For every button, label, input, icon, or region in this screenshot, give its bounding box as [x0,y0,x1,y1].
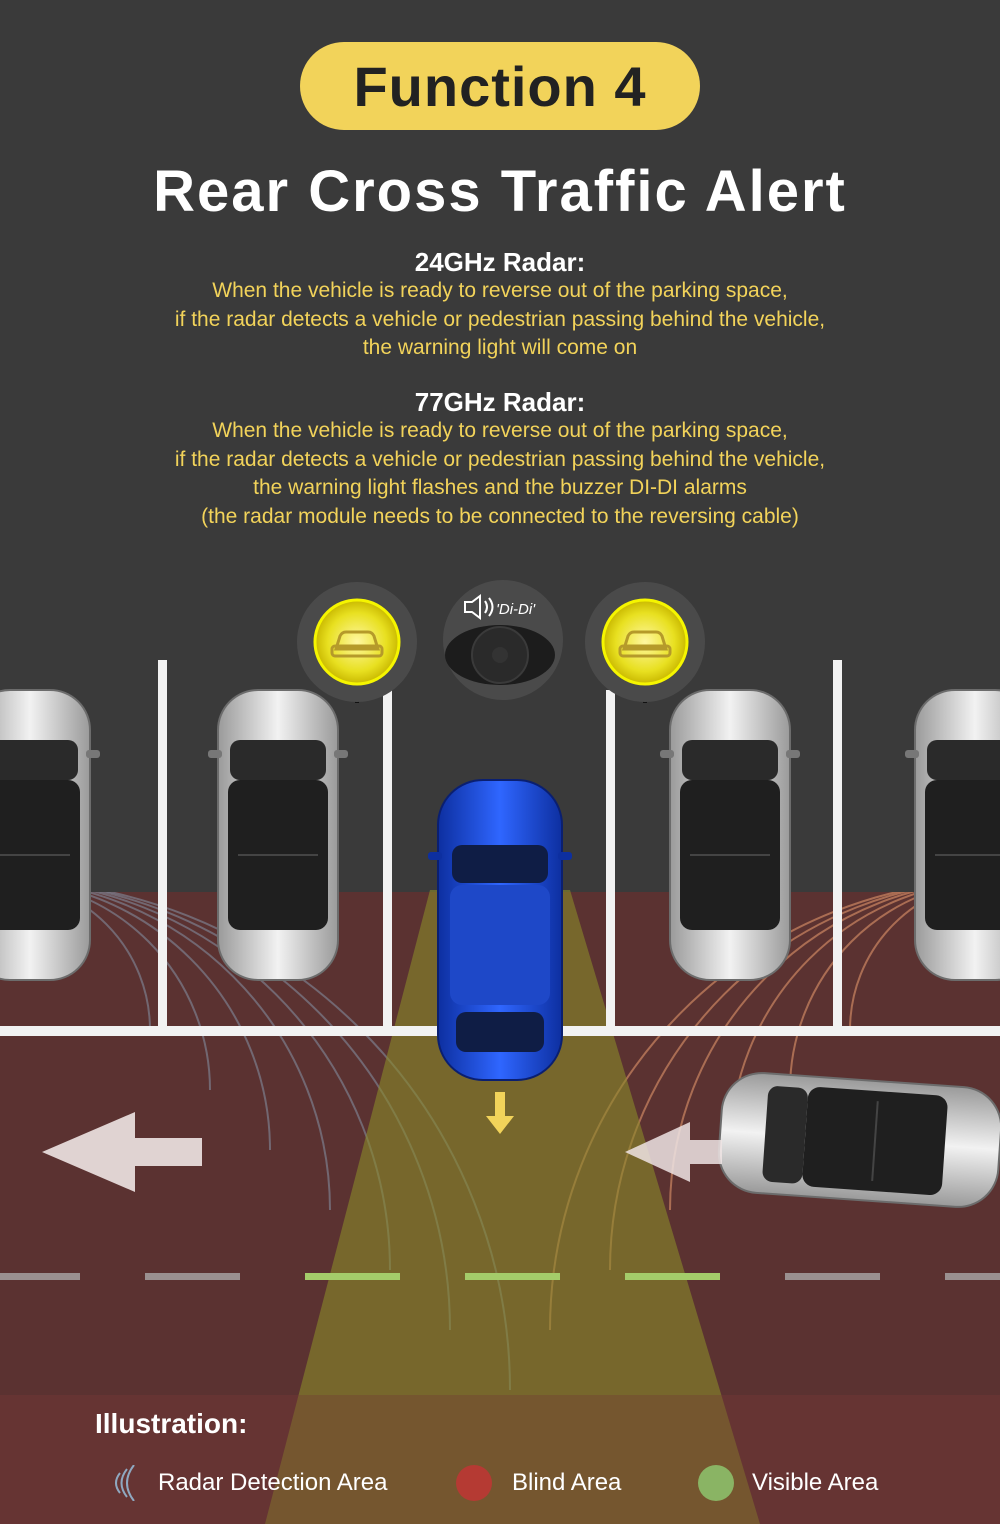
legend-label: Blind Area [512,1469,622,1496]
parked-car [207,689,349,981]
lane-dashes [0,1273,1000,1280]
radar-77ghz-heading: 77GHz Radar: [414,387,586,417]
function-badge: Function 4 [300,42,700,130]
blind-area-swatch [456,1465,492,1501]
warning-light-right [585,582,705,703]
radar-77ghz-line: if the radar detects a vehicle or pedest… [174,447,826,471]
parked-car [659,689,801,981]
radar-24ghz-heading: 24GHz Radar: [414,247,586,277]
radar-24ghz-line: if the radar detects a vehicle or pedest… [174,307,826,331]
radar-77ghz-line: the warning light flashes and the buzzer… [253,476,747,499]
traffic-direction-arrows [42,1112,722,1192]
warning-light-left [297,582,417,703]
legend-item-blind-area: Blind Area [456,1465,621,1501]
radar-77ghz-line: (the radar module needs to be connected … [201,504,799,528]
legend-title: Illustration: [95,1408,248,1439]
radar-24ghz-description: 24GHz Radar: When the vehicle is ready t… [0,247,1000,363]
radar-24ghz-line: When the vehicle is ready to reverse out… [212,279,788,302]
speaker-icon [464,594,494,620]
reversing-car [428,779,572,1081]
buzzer-module: 'Di-Di' [443,580,563,700]
legend-item-radar-detection: Radar Detection Area [110,1465,387,1501]
page-title: Rear Cross Traffic Alert [153,159,847,224]
legend-band [0,1395,1000,1524]
visible-area-swatch [698,1465,734,1501]
parked-car [0,689,101,981]
function-badge-label: Function 4 [353,54,647,118]
legend-item-visible-area: Visible Area [698,1465,878,1501]
parked-car [904,689,1000,981]
radar-77ghz-line: When the vehicle is ready to reverse out… [212,419,788,442]
legend-label: Radar Detection Area [158,1469,388,1496]
reverse-direction-arrow [486,1092,514,1134]
radar-waves-icon [115,1465,135,1501]
buzzer-sound-label: 'Di-Di' [496,601,536,618]
visible-area-cone [265,890,760,1524]
parking-lines [0,660,1000,1036]
radar-77ghz-description: 77GHz Radar: When the vehicle is ready t… [0,387,1000,531]
radar-24ghz-line: the warning light will come on [362,336,638,359]
crossing-car [717,1072,1000,1208]
legend-label: Visible Area [752,1469,879,1496]
parking-scene-illustration: 'Di-Di' [0,580,1000,1524]
